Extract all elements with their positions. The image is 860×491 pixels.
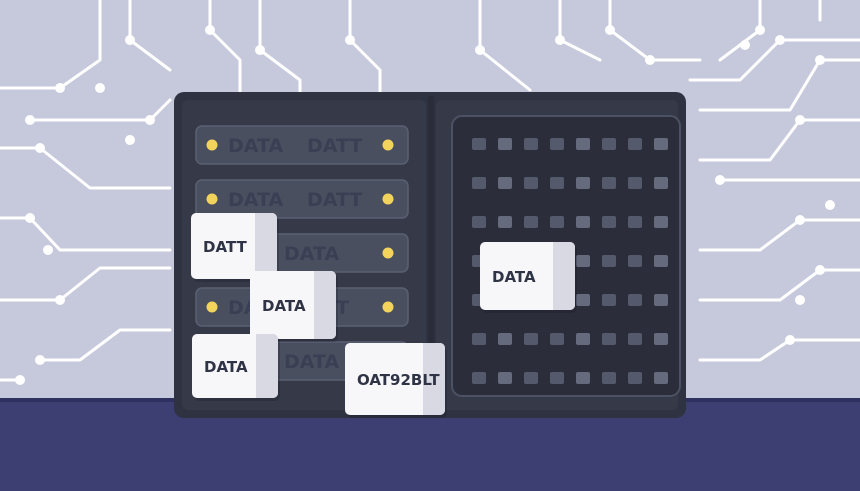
vent-cell — [498, 177, 512, 189]
vent-cell — [628, 177, 642, 189]
vent-cell — [550, 333, 564, 345]
slot-label-right: DATT — [307, 189, 362, 211]
vent-cell — [472, 372, 486, 384]
slot-label-left: DATA — [228, 189, 283, 211]
vent-cell — [628, 333, 642, 345]
drive-slot: DATA DATT — [195, 179, 409, 219]
slot-label-right: T — [336, 297, 349, 319]
circuit-nodes — [15, 25, 835, 385]
vent-cell — [576, 255, 590, 267]
card-label: DATA — [262, 297, 306, 315]
data-cards: DATT DATA DATA OAT92BLT DATA — [191, 213, 577, 418]
vent-cell — [602, 216, 616, 228]
vent-cell — [602, 255, 616, 267]
vent-cell — [550, 216, 564, 228]
vent-cell — [602, 177, 616, 189]
vent-cell — [628, 216, 642, 228]
vent-cell — [628, 372, 642, 384]
drive-slot: DATA DATT — [195, 125, 409, 165]
vent-cell — [602, 294, 616, 306]
vent-cell — [628, 138, 642, 150]
card-label: OAT92BLT — [357, 371, 440, 389]
vent-cell — [498, 372, 512, 384]
slot-label-right: DATT — [307, 135, 362, 157]
led-indicator — [382, 247, 394, 259]
vent-cell — [472, 333, 486, 345]
vent-cell — [576, 294, 590, 306]
vent-cell — [654, 177, 668, 189]
vent-cell — [602, 372, 616, 384]
vent-cell — [524, 372, 538, 384]
led-indicator — [206, 139, 218, 151]
vent-cell — [576, 138, 590, 150]
led-indicator — [382, 139, 394, 151]
data-card: DATA — [480, 242, 577, 313]
vent-cell — [654, 216, 668, 228]
vent-cell — [654, 138, 668, 150]
vent-cell — [576, 177, 590, 189]
vent-cell — [654, 333, 668, 345]
vent-cell — [654, 294, 668, 306]
vent-cell — [576, 216, 590, 228]
vent-cell — [524, 333, 538, 345]
vent-cell — [524, 216, 538, 228]
vent-cell — [576, 333, 590, 345]
slot-label-right: DATA — [284, 351, 339, 373]
data-card: DATT — [191, 213, 279, 282]
led-indicator — [206, 301, 218, 313]
led-indicator — [206, 193, 218, 205]
vent-cell — [524, 177, 538, 189]
vent-cell — [602, 333, 616, 345]
card-label: DATA — [492, 268, 536, 286]
data-card: DATA — [192, 334, 280, 401]
data-card: OAT92BLT — [345, 343, 447, 418]
card-label: DATA — [204, 358, 248, 376]
vent-cell — [654, 255, 668, 267]
vent-cell — [498, 138, 512, 150]
vent-cell — [628, 255, 642, 267]
card-label: DATT — [203, 238, 247, 256]
vent-cell — [498, 216, 512, 228]
slot-label-left: DATA — [228, 135, 283, 157]
vent-cell — [628, 294, 642, 306]
led-indicator — [382, 301, 394, 313]
vent-cell — [472, 138, 486, 150]
vent-cell — [550, 138, 564, 150]
vent-cell — [550, 177, 564, 189]
vent-cell — [602, 138, 616, 150]
vent-cell — [524, 138, 538, 150]
vent-cell — [472, 216, 486, 228]
data-card: DATA — [250, 271, 338, 342]
vent-cell — [498, 333, 512, 345]
led-indicator — [382, 193, 394, 205]
vent-cell — [472, 177, 486, 189]
vent-cell — [654, 372, 668, 384]
slot-label-right: DATA — [284, 243, 339, 265]
vent-cell — [550, 372, 564, 384]
vent-cell — [576, 372, 590, 384]
